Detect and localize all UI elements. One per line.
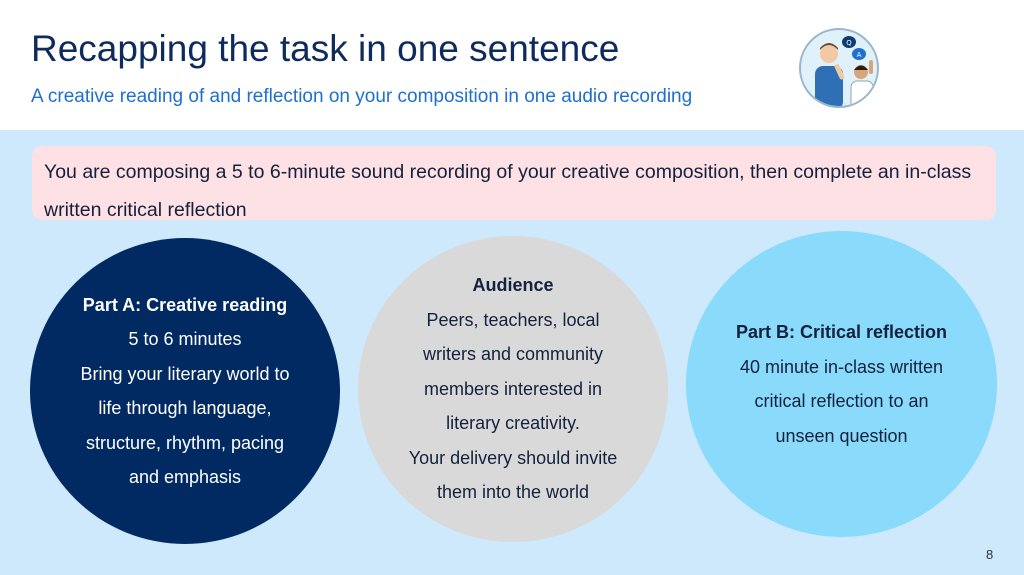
- part-a-circle: Part A: Creative reading 5 to 6 minutes …: [30, 238, 340, 544]
- audience-description: Peers, teachers, local writers and commu…: [422, 309, 604, 434]
- bubble-a-text: A: [857, 51, 862, 59]
- page-number: 8: [986, 547, 994, 562]
- part-b-heading: Part B: Critical reflection: [735, 322, 948, 342]
- slide-title: Recapping the task in one sentence: [31, 28, 620, 69]
- audience-circle: Audience Peers, teachers, local writers …: [358, 236, 668, 542]
- people-qa-icon: Q A: [799, 28, 879, 108]
- audience-delivery-note: Your delivery should invite them into th…: [408, 447, 618, 503]
- part-a-duration: 5 to 6 minutes: [128, 329, 242, 349]
- part-a-heading: Part A: Creative reading: [82, 294, 288, 315]
- qa-illustration: Q A: [815, 36, 874, 106]
- slide-subtitle: A creative reading of and reflection on …: [31, 86, 693, 107]
- part-b-circle: Part B: Critical reflection 40 minute in…: [686, 231, 997, 537]
- task-summary-callout: You are composing a 5 to 6-minute sound …: [32, 146, 996, 221]
- part-a-description: Bring your literary world to life throug…: [80, 363, 290, 488]
- part-b-description: 40 minute in-class written critical refl…: [739, 356, 944, 446]
- audience-heading: Audience: [472, 275, 554, 296]
- bubble-q-text: Q: [846, 39, 852, 47]
- slide-header: Recapping the task in one sentence A cre…: [0, 0, 1024, 130]
